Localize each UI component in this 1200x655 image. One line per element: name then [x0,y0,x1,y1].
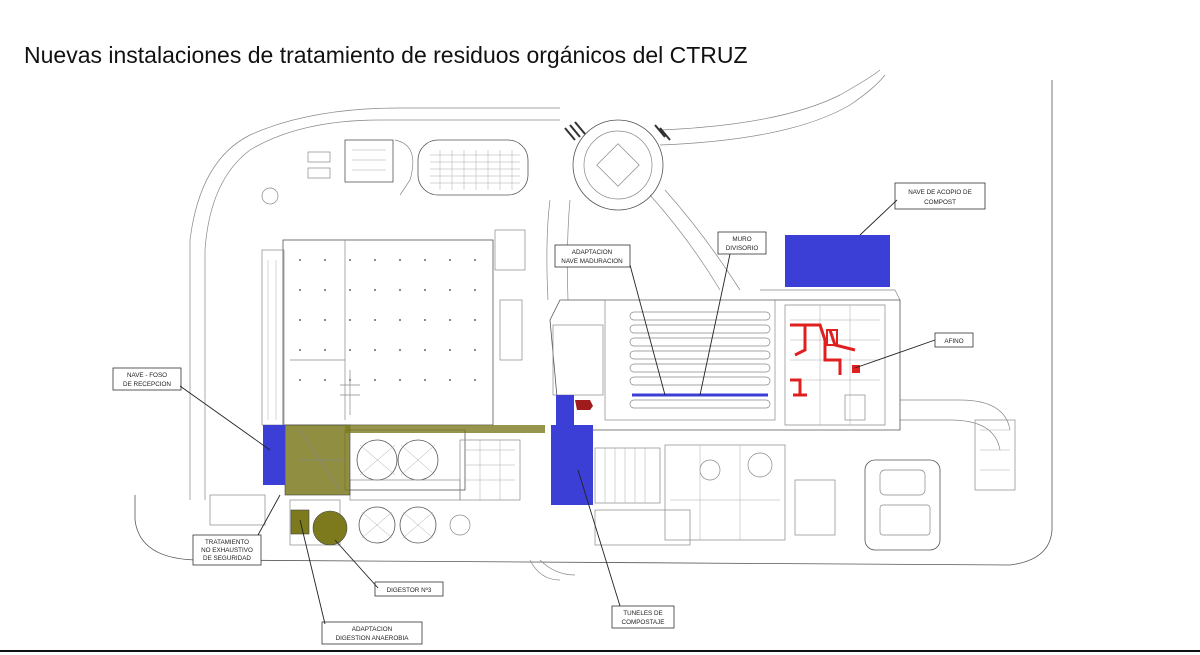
reception-pit-area [263,425,285,485]
anaerobic-digestion-area [284,424,545,546]
svg-text:AFINO: AFINO [944,338,963,345]
maturation-building [549,299,901,431]
svg-text:NAVE - FOSO: NAVE - FOSO [127,372,167,379]
roundabout [564,119,671,211]
svg-text:NO EXHAUSTIVO: NO EXHAUSTIVO [201,547,253,554]
label-nave-foso: NAVE - FOSO DE RECEPCION [112,367,271,451]
svg-text:MURO: MURO [732,236,751,243]
svg-text:COMPOST: COMPOST [924,199,956,206]
label-tratamiento: TRATAMIENTO NO EXHAUSTIVO DE SEGURIDAD [192,494,281,566]
label-digestor: DIGESTOR Nº3 [334,539,444,597]
label-adaptacion-digestion: ADAPTACION DIGESTION ANAEROBIA [299,519,423,645]
svg-text:DIVISORIO: DIVISORIO [726,245,759,252]
digesters-area [209,429,521,546]
compost-storage-building [785,235,890,287]
svg-text:DE SEGURIDAD: DE SEGURIDAD [203,555,251,562]
page-title: Nuevas instalaciones de tratamiento de r… [24,42,748,68]
svg-text:TRATAMIENTO: TRATAMIENTO [205,539,249,546]
refining-area [790,323,860,397]
svg-text:COMPOSTAJE: COMPOSTAJE [622,619,665,626]
svg-text:DIGESTOR Nº3: DIGESTOR Nº3 [387,587,432,594]
label-afino: AFINO [854,332,974,369]
main-reception-building [261,229,526,426]
svg-text:DIGESTION ANAEROBIA: DIGESTION ANAEROBIA [336,635,410,642]
vehicle [575,400,593,410]
svg-text:ADAPTACION: ADAPTACION [352,626,393,633]
label-tuneles: TUNELES DE COMPOSTAJE [577,469,675,629]
svg-text:TUNELES DE: TUNELES DE [623,610,663,617]
svg-text:DE RECEPCION: DE RECEPCION [123,381,171,388]
composting-tunnels [551,395,691,546]
label-nave-acopio: NAVE DE ACOPIO DE COMPOST [859,182,986,236]
svg-text:ADAPTACION: ADAPTACION [572,249,613,256]
label-muro: MURO DIVISORIO [699,231,767,396]
digester-3 [312,510,348,546]
svg-text:NAVE DE ACOPIO DE: NAVE DE ACOPIO DE [908,189,972,196]
parking-area [261,139,529,205]
label-adaptacion-nave: ADAPTACION NAVE MADURACION [554,244,666,396]
site-boundary [134,69,1053,581]
svg-text:NAVE MADURACION: NAVE MADURACION [561,258,623,265]
machinery-area [664,419,1016,551]
